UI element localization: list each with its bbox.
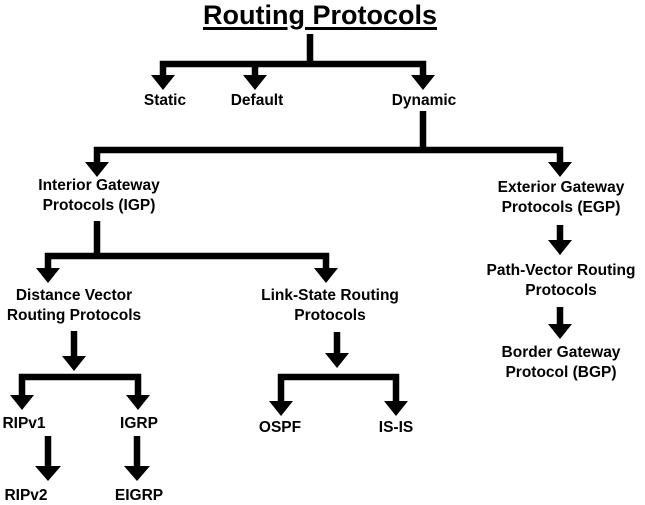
arrowhead-igp-icon	[85, 162, 109, 177]
arrowhead-static-icon	[151, 75, 175, 90]
arrowhead-ripv2-icon	[35, 466, 61, 481]
node-isis: IS-IS	[379, 418, 413, 438]
node-bgp-line2: Protocol (BGP)	[505, 364, 617, 381]
node-igrp: IGRP	[120, 414, 158, 434]
node-ospf: OSPF	[259, 418, 301, 438]
node-egp-line1: Exterior Gateway	[497, 179, 625, 196]
arrowhead-ospf-icon	[269, 401, 293, 416]
node-static: Static	[144, 91, 186, 111]
node-igp: Interior Gateway Protocols (IGP)	[38, 176, 159, 216]
arrowhead-dynamic-icon	[411, 75, 435, 90]
arrowhead-isis-icon	[384, 401, 408, 416]
node-path-vector: Path-Vector Routing Protocols	[487, 261, 636, 301]
node-default-label: Default	[230, 92, 284, 109]
edge-level3-bar	[44, 252, 330, 270]
node-ripv2: RIPv2	[4, 486, 47, 505]
arrowhead-igrp-icon	[126, 395, 150, 410]
node-default: Default	[231, 91, 284, 111]
node-ripv2-label: RIPv2	[4, 487, 48, 504]
arrowhead-default-icon	[243, 75, 267, 90]
node-dynamic-label: Dynamic	[391, 92, 457, 109]
node-bgp-line1: Border Gateway	[501, 344, 621, 361]
page-title: Routing Protocols	[203, 0, 437, 30]
node-path-vector-line2: Protocols	[525, 282, 597, 299]
node-distance-vector-line2: Routing Protocols	[6, 307, 142, 324]
node-link-state-line2: Protocols	[294, 307, 366, 324]
arrowhead-path-vector-icon	[548, 240, 572, 255]
edge-level1-bar	[159, 60, 427, 78]
node-dynamic: Dynamic	[392, 91, 457, 111]
node-eigrp-label: EIGRP	[114, 487, 164, 504]
node-egp: Exterior Gateway Protocols (EGP)	[498, 178, 625, 218]
arrowhead-egp-icon	[548, 162, 572, 177]
arrowhead-ripv1-icon	[10, 395, 34, 410]
node-path-vector-line1: Path-Vector Routing	[486, 262, 636, 279]
node-igrp-label: IGRP	[120, 415, 158, 432]
node-egp-line2: Protocols (EGP)	[501, 199, 621, 216]
arrowhead-bgp-icon	[548, 324, 572, 339]
node-bgp: Border Gateway Protocol (BGP)	[502, 343, 621, 383]
node-ospf-label: OSPF	[258, 419, 302, 436]
node-isis-label: IS-IS	[378, 419, 414, 436]
edge-level2-bar	[93, 146, 564, 164]
edge-ls-children-bar	[277, 373, 400, 402]
node-igp-line2: Protocols (IGP)	[42, 197, 156, 214]
node-distance-vector-line1: Distance Vector	[15, 287, 133, 304]
node-distance-vector: Distance Vector Routing Protocols	[7, 286, 141, 326]
arrowhead-eigrp-icon	[124, 466, 150, 481]
node-static-label: Static	[143, 92, 187, 109]
arrowhead-ls-icon	[314, 268, 338, 283]
node-link-state: Link-State Routing Protocols	[261, 286, 399, 326]
edge-dv-children-bar	[18, 373, 142, 396]
node-ripv1-label: RIPv1	[2, 415, 46, 432]
node-eigrp: EIGRP	[115, 486, 163, 505]
arrowhead-ls-bar-icon	[325, 353, 349, 368]
node-igp-line1: Interior Gateway	[38, 177, 160, 194]
arrowhead-dv-bar-icon	[62, 356, 86, 371]
arrowhead-layer	[10, 75, 572, 481]
node-link-state-line1: Link-State Routing	[261, 287, 399, 304]
arrowhead-dv-icon	[36, 268, 60, 283]
node-ripv1: RIPv1	[2, 414, 45, 434]
